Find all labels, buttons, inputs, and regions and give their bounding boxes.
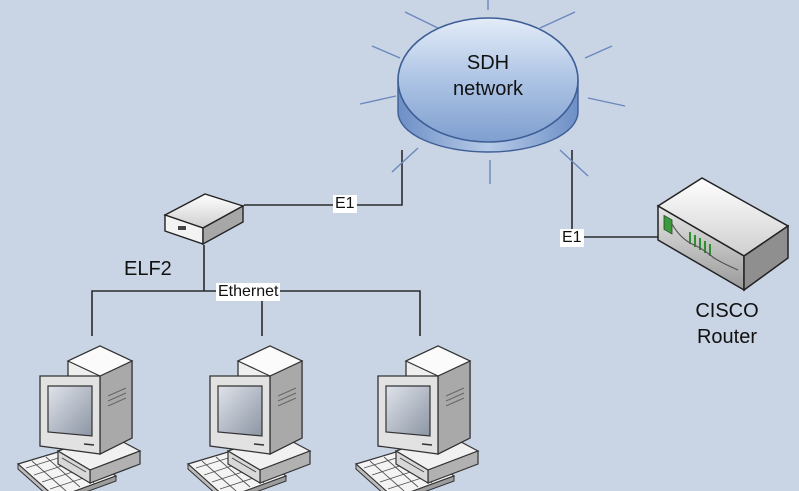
elf2-label: ELF2 [124,258,172,280]
link-sdh-router [571,150,660,238]
workstation-icon [355,345,479,491]
workstation-icon [17,345,141,491]
cisco-router-label-line2: Router [696,326,758,348]
link-elf2-sdh [244,150,403,206]
workstation-icon [187,345,311,491]
sdh-network-label: SDH network [436,50,540,102]
elf2-converter-icon [163,193,245,246]
cisco-router-label-line1: CISCO [695,300,759,322]
link-label-e1-router: E1 [560,229,584,247]
cisco-router-label: CISCO Router [672,298,782,350]
sdh-network-cylinder-icon [397,17,579,153]
sdh-network-label-line2: network [452,78,524,100]
cisco-router-icon [656,177,790,292]
link-label-e1-elf2: E1 [333,195,357,213]
sdh-rays [359,0,626,184]
link-label-ethernet: Ethernet [216,283,281,301]
sdh-network-label-line1: SDH [466,52,510,74]
